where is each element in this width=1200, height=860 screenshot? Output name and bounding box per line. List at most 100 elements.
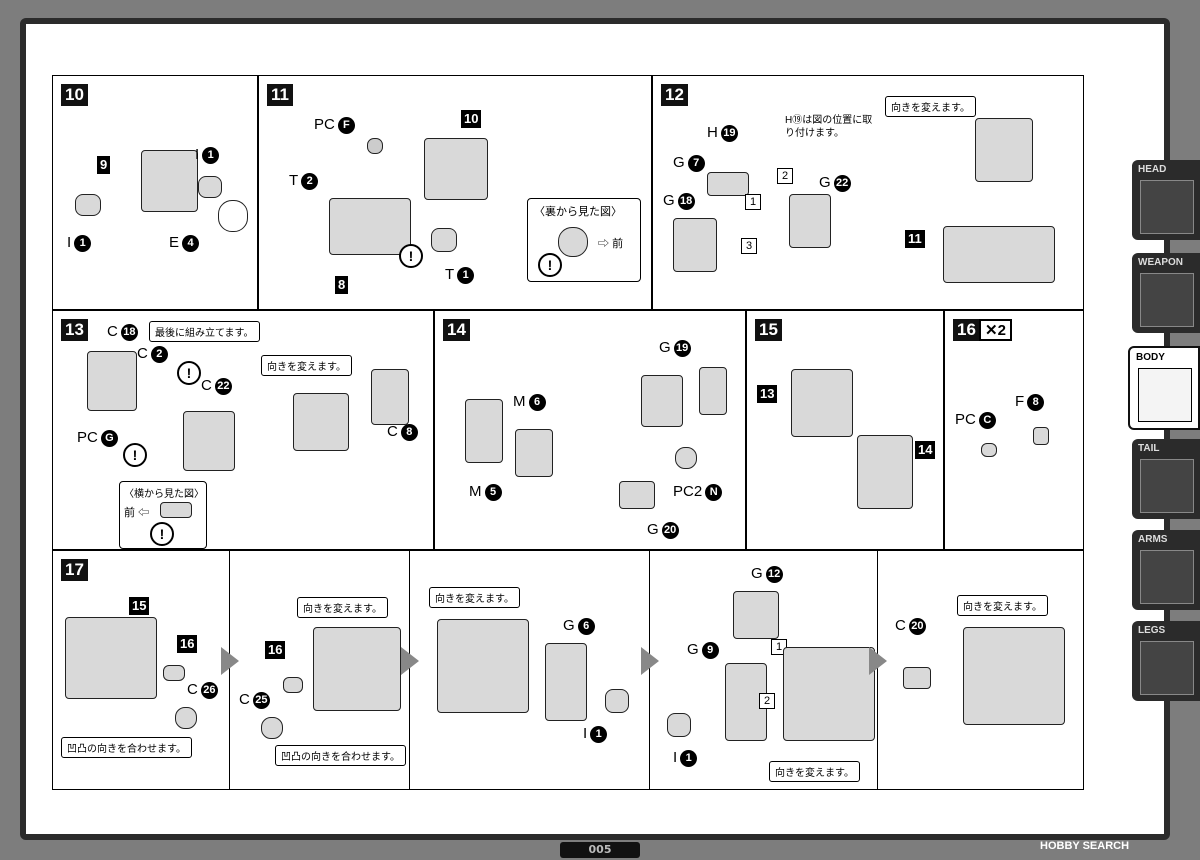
align-note: 凹凸の向きを合わせます。 (275, 745, 406, 766)
assembly-illustration (437, 619, 529, 713)
engine-part-illustration (424, 138, 488, 200)
tab-legs[interactable]: LEGS (1132, 621, 1200, 701)
assembly-illustration (791, 369, 853, 437)
tab-tail[interactable]: TAIL (1132, 439, 1200, 519)
caution-icon: ! (399, 244, 423, 268)
cap-part-illustration (75, 194, 101, 216)
armor-part-illustration (641, 375, 683, 427)
turn-note: 向きを変えます。 (429, 587, 520, 608)
assembly-illustration (975, 118, 1033, 182)
part-ref-14: 14 (915, 441, 936, 459)
armor-part-illustration (371, 369, 409, 425)
weapon-icon (1140, 273, 1194, 327)
next-arrow-icon (869, 647, 887, 675)
quantity-multiplier: ✕2 (979, 319, 1012, 341)
order-marker: 2 (759, 693, 775, 709)
armor-part-illustration (733, 591, 779, 639)
H19-placement-note: H⑲は図の位置に取り付けます。 (785, 115, 873, 139)
order-marker: 3 (741, 238, 757, 254)
step-number: 14 (443, 319, 470, 341)
armor-part-illustration (789, 194, 831, 248)
front-label: 前 ⇦ (124, 507, 150, 519)
order-marker: 1 (745, 194, 761, 210)
step-number: 11 (267, 84, 293, 106)
armor-part-illustration (707, 172, 749, 196)
side-view-inset: 〈横から見た図〉 前 ⇦ ! (119, 481, 207, 549)
part-ref-15: 15 (129, 597, 150, 615)
turn-note: 向きを変えます。 (885, 96, 976, 117)
align-note: 凹凸の向きを合わせます。 (61, 737, 192, 758)
gear-part-illustration (175, 707, 197, 729)
caution-icon: ! (150, 522, 174, 546)
order-marker: 2 (777, 168, 793, 184)
step-number: 16 (953, 319, 980, 341)
part-ref-9: 9 (97, 156, 111, 174)
step-number: 15 (755, 319, 782, 341)
cap-part-illustration (667, 713, 691, 737)
step-number: 10 (61, 84, 88, 106)
step-number: 13 (61, 319, 88, 341)
assembly-illustration (783, 647, 875, 741)
tab-weapon[interactable]: WEAPON (1132, 253, 1200, 333)
step-number: 12 (661, 84, 688, 106)
tab-head[interactable]: HEAD (1132, 160, 1200, 240)
armor-part-illustration (183, 411, 235, 471)
armor-part-illustration (87, 351, 137, 411)
engine-part-illustration (141, 150, 198, 212)
peg-part-illustration (903, 667, 931, 689)
peg-part-illustration (1033, 427, 1049, 445)
assembly-illustration (65, 617, 157, 699)
peg-part-illustration (283, 677, 303, 693)
part-ref-8: 8 (335, 276, 349, 294)
turn-note: 向きを変えます。 (769, 761, 860, 782)
body-icon (1138, 368, 1192, 422)
turn-note: 向きを変えます。 (297, 597, 388, 618)
part-ref-16: 16 (265, 641, 286, 659)
armor-part-illustration (673, 218, 717, 272)
part-ref-16: 16 (177, 635, 198, 653)
cap-part-illustration (605, 689, 629, 713)
caution-icon: ! (177, 361, 201, 385)
polycap-illustration (675, 447, 697, 469)
armor-part-illustration (515, 429, 553, 477)
armor-part-illustration (545, 643, 587, 721)
step-15-panel: 15 13 14 (746, 310, 944, 550)
tab-body[interactable]: BODY (1128, 346, 1200, 430)
tab-arms[interactable]: ARMS (1132, 530, 1200, 610)
part-ref-11: 11 (905, 230, 925, 248)
turn-note: 向きを変えます。 (957, 595, 1048, 616)
caution-icon: ! (123, 443, 147, 467)
step-number: 17 (61, 559, 88, 581)
next-arrow-icon (641, 647, 659, 675)
next-arrow-icon (401, 647, 419, 675)
part-ref-13: 13 (757, 385, 778, 403)
next-arrow-icon (221, 647, 239, 675)
clip-part-illustration (218, 200, 248, 232)
armor-part-illustration (699, 367, 727, 415)
side-view-label: 〈横から見た図〉 (124, 489, 204, 500)
part-ref-10: 10 (461, 110, 482, 128)
armor-part-illustration (465, 399, 503, 463)
arms-icon (1140, 550, 1194, 604)
